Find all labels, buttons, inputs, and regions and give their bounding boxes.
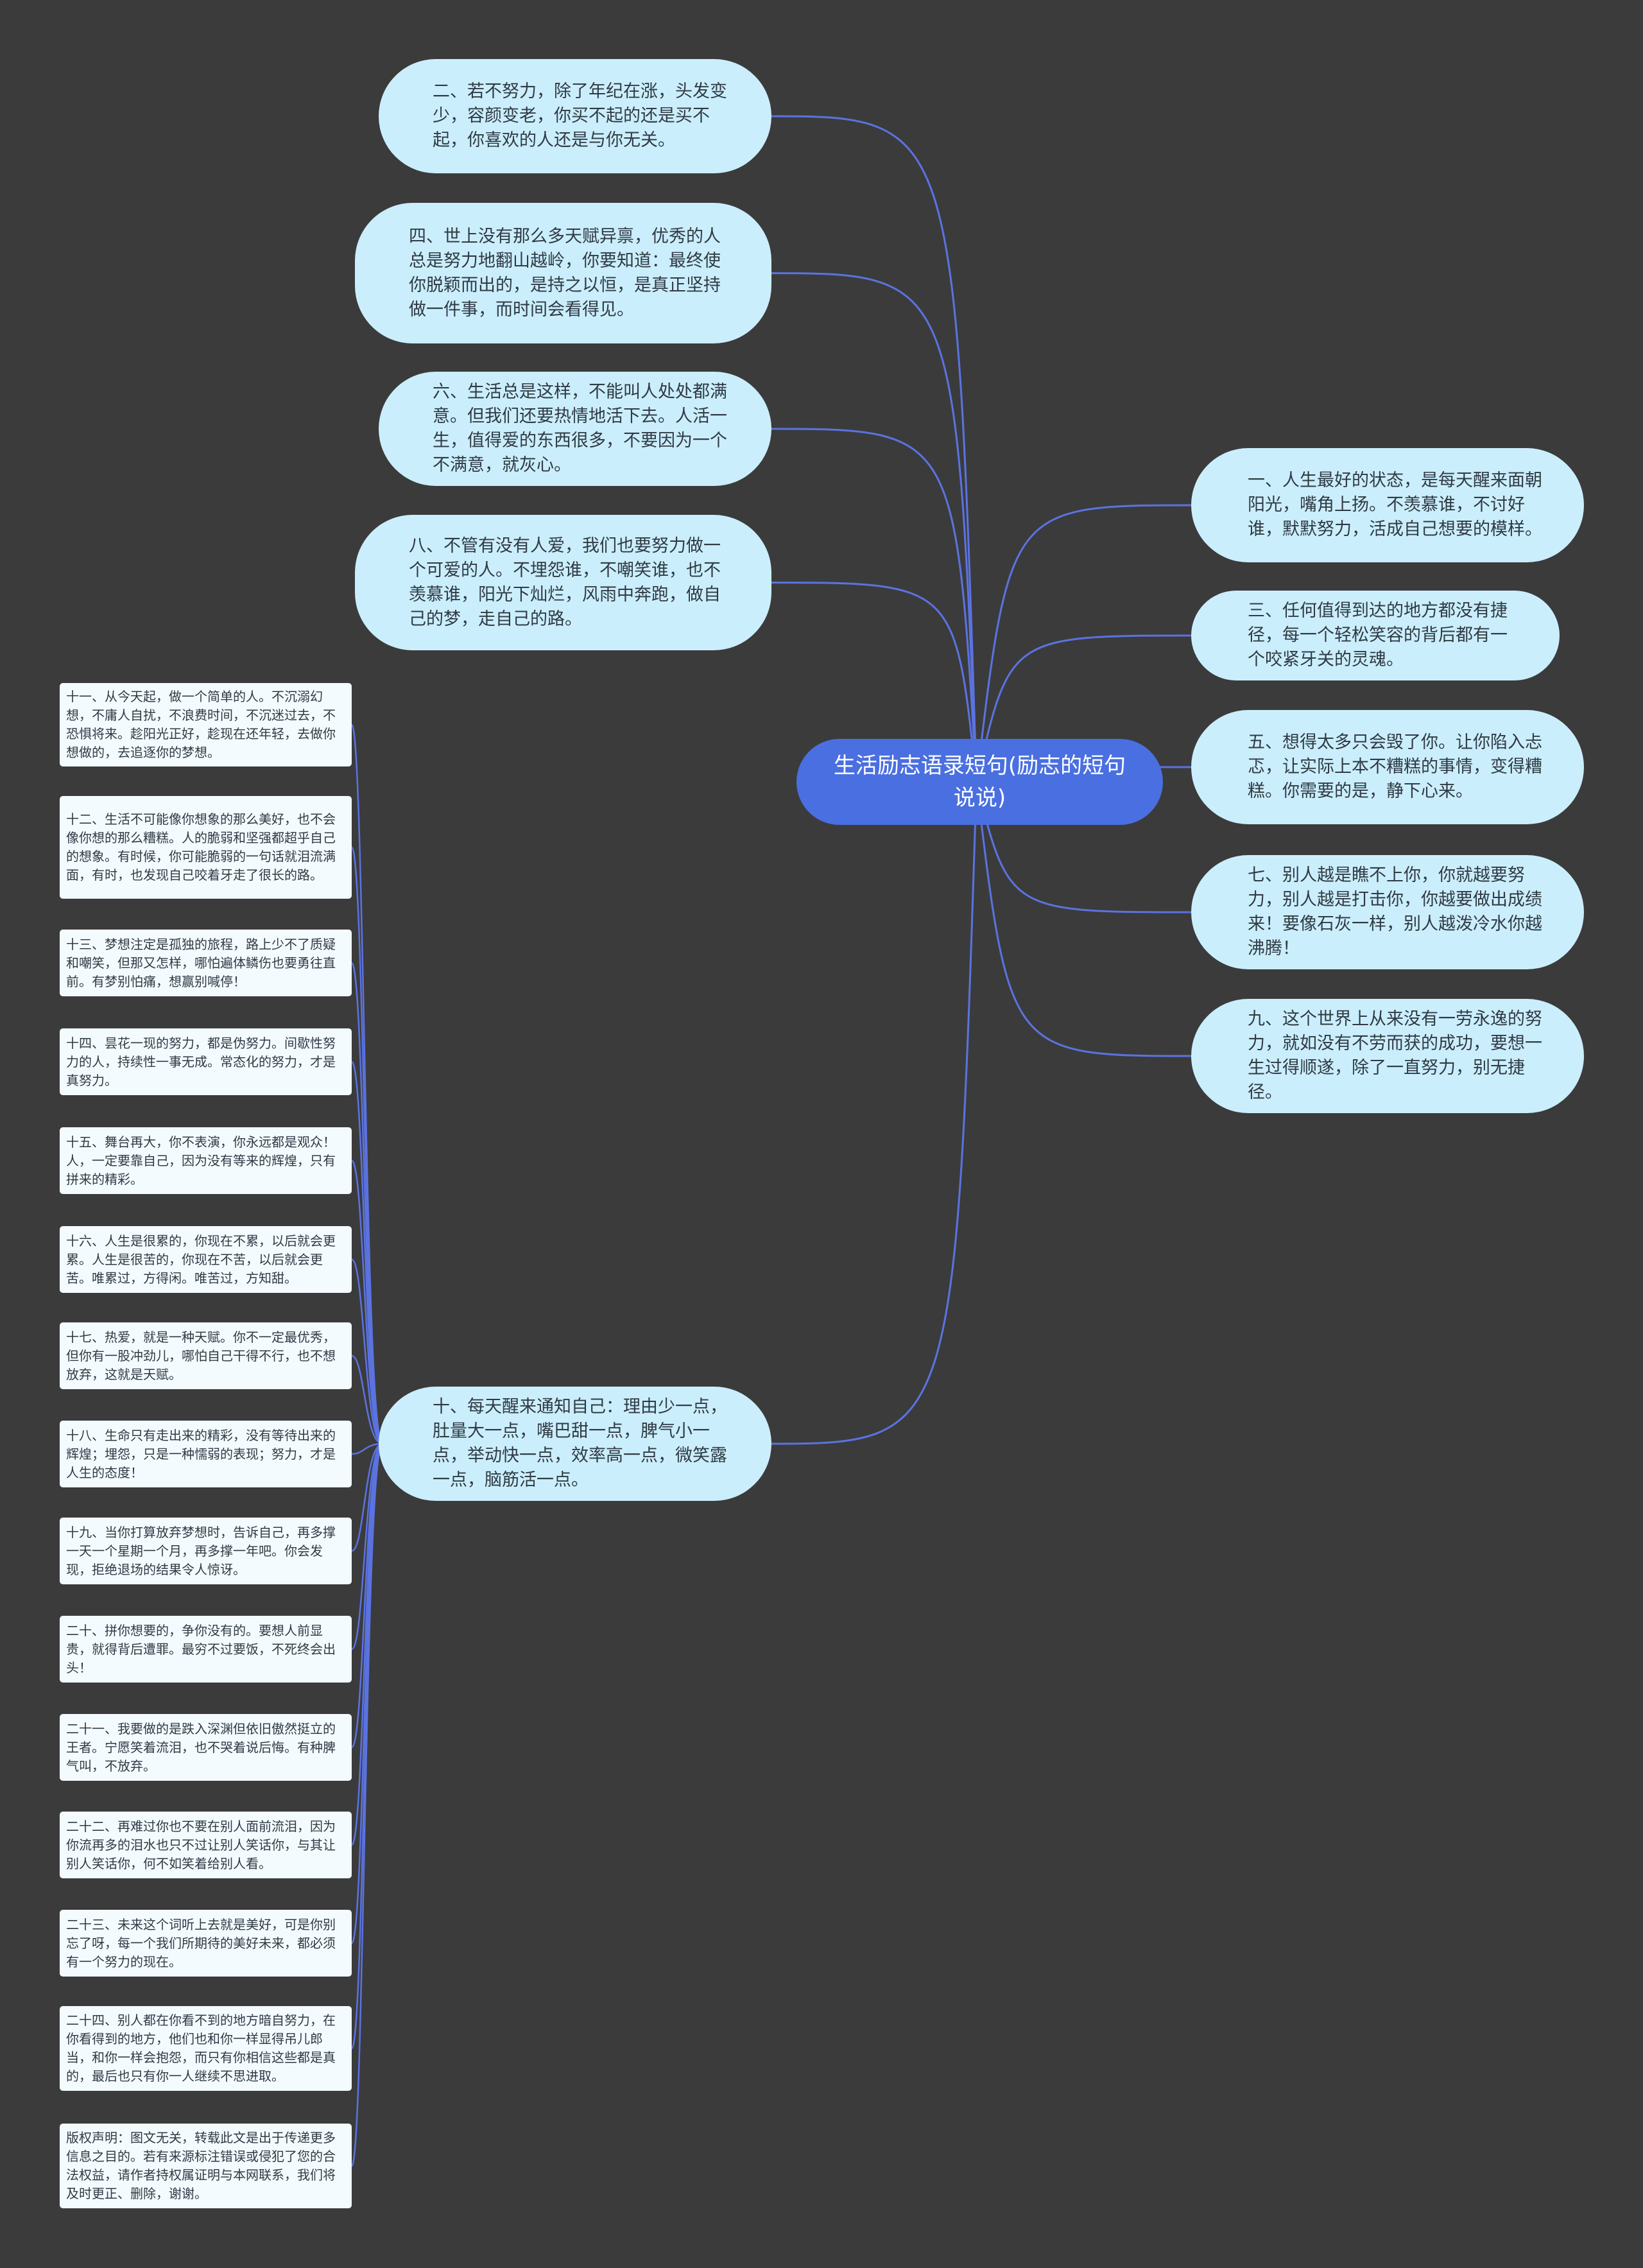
connector-line	[976, 504, 1196, 784]
leaf-card-18[interactable]: 十八、生命只有走出来的精彩，没有等待出来的辉煌；埋怨，只是一种懦弱的表现；努力，…	[60, 1421, 352, 1487]
leaf-connector-line	[350, 1442, 384, 2167]
leaf-card-24[interactable]: 二十四、别人都在你看不到的地方暗自努力，在你看得到的地方，他们也和你一样显得吊儿…	[60, 2006, 352, 2091]
leaf-card-23[interactable]: 二十三、未来这个词听上去就是美好，可是你别忘了呀，每一个我们所期待的美好未来，都…	[60, 1910, 352, 1977]
branch-node-8[interactable]: 八、不管有没有人爱，我们也要努力做一个可爱的人。不埋怨谁，不嘲笑谁，也不羡慕谁，…	[355, 515, 771, 650]
leaf-card-15[interactable]: 十五、舞台再大，你不表演，你永远都是观众！人，一定要靠自己，因为没有等来的辉煌，…	[60, 1127, 352, 1194]
leaf-card-13[interactable]: 十三、梦想注定是孤独的旅程，路上少不了质疑和嘲笑，但那又怎样，哪怕遍体鳞伤也要勇…	[60, 930, 352, 996]
connector-line	[767, 582, 977, 784]
connector-line	[767, 115, 977, 784]
leaf-connector-line	[351, 1442, 383, 1455]
leaf-connector-line	[350, 1442, 383, 1650]
branch-node-3[interactable]: 三、任何值得到达的地方都没有捷径，每一个轻松笑容的背后都有一个咬紧牙关的灵魂。	[1191, 591, 1560, 680]
connector-line	[767, 272, 977, 784]
leaf-card-17[interactable]: 十七、热爱，就是一种天赋。你不一定最优秀，但你有一股冲劲儿，哪怕自己干得不行，也…	[60, 1322, 352, 1389]
branch-node-9[interactable]: 九、这个世界上从来没有一劳永逸的努力，就如没有不劳而获的成功，要想一生过得顺遂，…	[1191, 999, 1584, 1113]
leaf-card-copyright[interactable]: 版权声明：图文无关，转载此文是出于传递更多信息之目的。若有来源标注错误或侵犯了您…	[60, 2124, 352, 2208]
branch-node-7[interactable]: 七、别人越是瞧不上你，你就越要努力，别人越是打击你，你越要做出成绩来！要像石灰一…	[1191, 855, 1584, 969]
leaf-connector-line	[350, 1060, 384, 1445]
connector-line	[767, 783, 977, 1445]
leaf-card-14[interactable]: 十四、昙花一现的努力，都是伪努力。间歇性努力的人，持续性一事无成。常态化的努力，…	[60, 1028, 352, 1095]
leaf-card-20[interactable]: 二十、拼你想要的，争你没有的。要想人前显贵，就得背后遭罪。最穷不过要饭，不死终会…	[60, 1616, 352, 1683]
central-topic[interactable]: 生活励志语录短句(励志的短句说说)	[796, 739, 1163, 825]
leaf-connector-line	[350, 962, 384, 1445]
leaf-card-12[interactable]: 十二、生活不可能像你想象的那么美好，也不会像你想的那么糟糕。人的脆弱和坚强都超乎…	[60, 796, 352, 899]
branch-node-5[interactable]: 五、想得太多只会毁了你。让你陷入忐忑，让实际上本不糟糕的事情，变得糟糕。你需要的…	[1191, 710, 1584, 824]
leaf-card-11[interactable]: 十一、从今天起，做一个简单的人。不沉溺幻想，不庸人自扰，不浪费时间，不沉迷过去，…	[60, 683, 352, 766]
leaf-card-21[interactable]: 二十一、我要做的是跌入深渊但依旧傲然挺立的王者。宁愿笑着流泪，也不哭着说后悔。有…	[60, 1714, 352, 1781]
leaf-connector-line	[350, 1258, 383, 1445]
connector-line	[767, 428, 977, 784]
leaf-card-16[interactable]: 十六、人生是很累的，你现在不累，以后就会更累。人生是很苦的，你现在不苦，以后就会…	[60, 1226, 352, 1293]
leaf-connector-line	[351, 1442, 383, 1552]
leaf-connector-line	[351, 1355, 383, 1445]
leaf-card-22[interactable]: 二十二、再难过你也不要在别人面前流泪，因为你流再多的泪水也只不过让别人笑话你，与…	[60, 1812, 352, 1878]
branch-node-2[interactable]: 二、若不努力，除了年纪在涨，头发变少，容颜变老，你买不起的还是买不起，你喜欢的人…	[379, 59, 771, 173]
branch-node-6[interactable]: 六、生活总是这样，不能叫人处处都满意。但我们还要热情地活下去。人活一生，值得爱的…	[379, 372, 771, 486]
connector-line	[976, 634, 1196, 784]
connector-line	[976, 783, 1196, 913]
branch-node-10[interactable]: 十、每天醒来通知自己：理由少一点，肚量大一点，嘴巴甜一点，脾气小一点，举动快一点…	[379, 1387, 771, 1501]
branch-node-4[interactable]: 四、世上没有那么多天赋异禀，优秀的人总是努力地翻山越岭，你要知道：最终使你脱颖而…	[355, 203, 771, 343]
leaf-card-19[interactable]: 十九、当你打算放弃梦想时，告诉自己，再多撑一天一个星期一个月，再多撑一年吧。你会…	[60, 1518, 352, 1584]
leaf-connector-line	[350, 1159, 383, 1445]
connector-line	[976, 783, 1196, 1057]
branch-node-1[interactable]: 一、人生最好的状态，是每天醒来面朝阳光，嘴角上扬。不羡慕谁，不讨好谁，默默努力，…	[1191, 448, 1584, 562]
